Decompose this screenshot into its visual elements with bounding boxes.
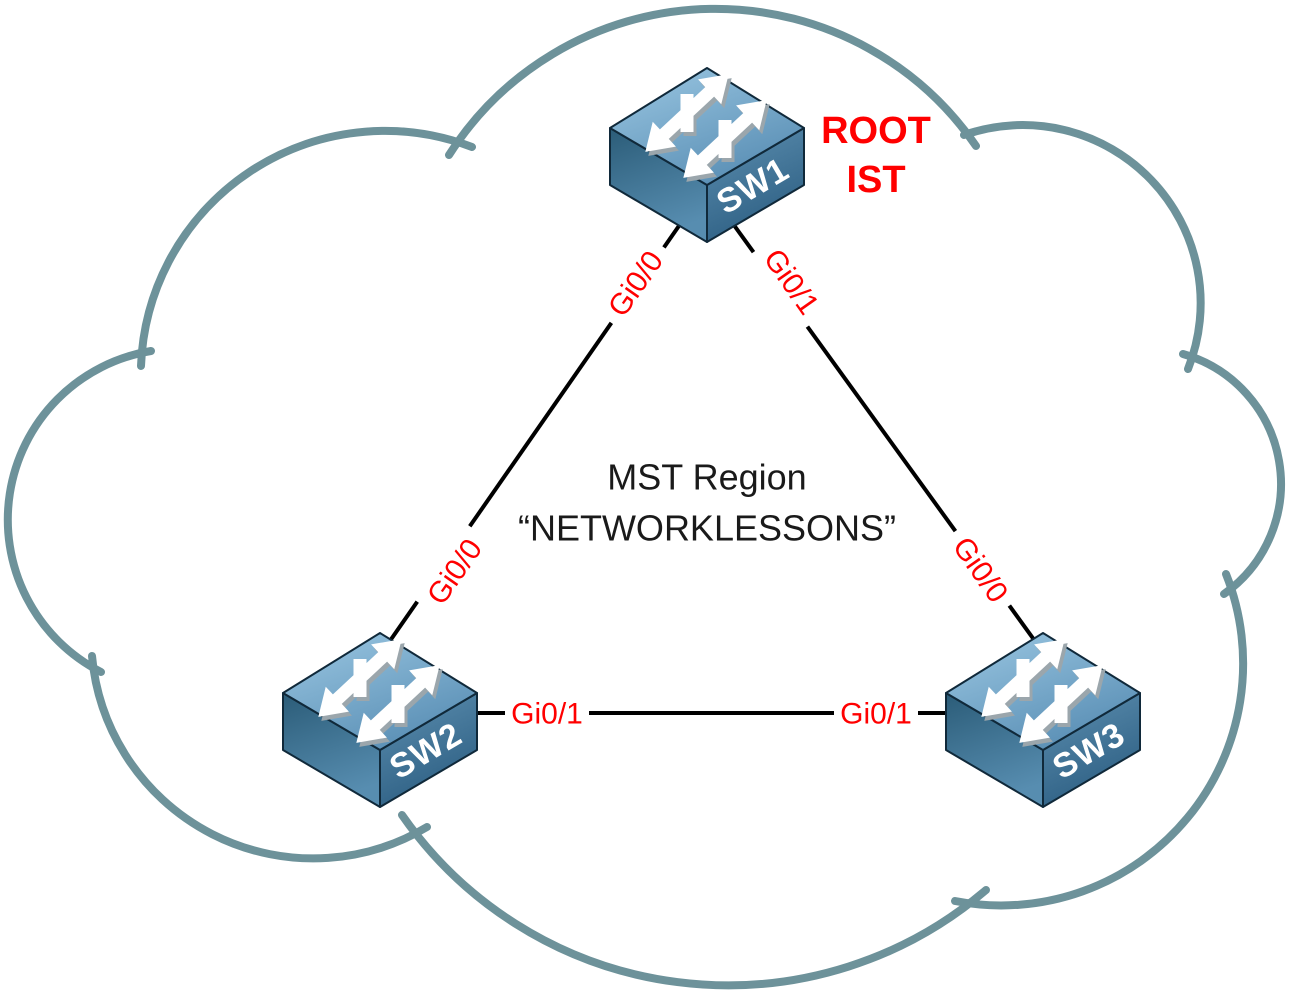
cloud-arc-left: [3, 347, 155, 676]
interface-label-sw2-link3: Gi0/1: [505, 698, 589, 731]
cloud-arc-top-left: [137, 126, 476, 370]
interface-label-text: Gi0/1: [511, 698, 583, 731]
cloud-arc-top: [445, 4, 980, 159]
interface-label-sw3-link2: Gi0/1: [834, 698, 918, 731]
switch-node-sw1: SW1: [610, 62, 804, 242]
root-ist-annotation-line1: ROOT: [821, 110, 931, 152]
interface-label-sw1-link3: Gi0/1: [750, 234, 832, 330]
root-ist-annotation-line2: IST: [846, 159, 905, 201]
cloud-arc-bottom: [398, 811, 990, 990]
interface-label-text: Gi0/1: [840, 698, 912, 731]
interface-label-sw2-link1: Gi0/0: [414, 524, 496, 620]
region-title-line2: “NETWORKLESSONS”: [518, 508, 896, 549]
interface-label-sw1-link2: Gi0/0: [595, 236, 677, 332]
cloud-arc-bottom-right: [951, 570, 1248, 910]
cloud-arc-bottom-left: [88, 652, 431, 863]
cloud-arc-top-right: [960, 121, 1205, 373]
switch-node-sw2: SW2: [283, 627, 477, 807]
switch-node-sw3: SW3: [946, 627, 1140, 807]
region-title-line1: MST Region: [607, 457, 806, 498]
interface-label-sw3-link1: Gi0/0: [939, 522, 1021, 618]
mst-region-cloud: [3, 4, 1285, 990]
cloud-arc-right: [1179, 350, 1285, 598]
